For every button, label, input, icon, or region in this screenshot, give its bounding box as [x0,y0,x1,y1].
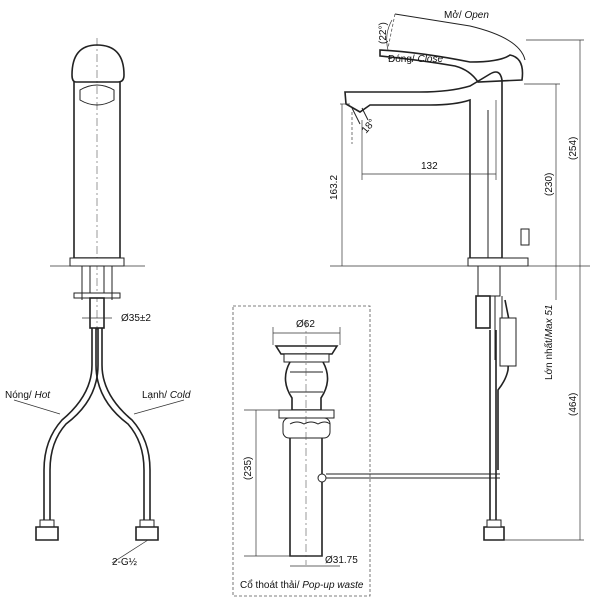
dim-254-label: (254) [568,137,579,160]
hose-end-hot [35,526,59,541]
pop-up-waste-view [232,305,500,597]
close-label: Đóng/ Close [388,54,443,65]
pop-up-rod [497,299,511,470]
angle-18-label: 18° [360,117,378,136]
dia-35-label: Ø35±2 [121,313,151,324]
dia-3175-label: Ø31.75 [325,555,358,566]
pop-up-waste-box [232,305,371,597]
angle-22-label: (22°) [378,22,389,44]
mounting-nut [89,297,105,329]
max-51-label: Lớn nhất/Max 51 [543,305,555,381]
handle-open-position [394,13,526,61]
dim-235-label: (235) [243,457,254,480]
dim-464-label: (464) [568,393,579,416]
pop-up-waste-label: Cổ thoát thải/ Pop-up waste [240,579,364,591]
dim-163-label: 163.2 [329,175,340,200]
thread-label: 2-G½ [112,557,138,568]
dia-62-label: Ø62 [296,319,315,330]
waste-nut [282,417,331,439]
front-handle [71,44,125,83]
open-label: Mở/ Open [444,9,489,21]
handle-closed-position [379,49,524,83]
hose-end-cold [135,526,159,541]
front-base [69,257,125,267]
side-base [467,257,529,267]
cold-label: Lạnh/ Cold [142,390,191,401]
hose-cold [101,328,151,520]
side-body [344,71,503,259]
hose-hot [43,328,93,520]
side-view [330,13,590,541]
dim-230-label: (230) [544,173,555,196]
waste-cap [274,345,339,355]
hot-label: Nóng/ Hot [5,390,51,401]
front-view [13,38,185,564]
dim-132-label: 132 [421,161,438,172]
